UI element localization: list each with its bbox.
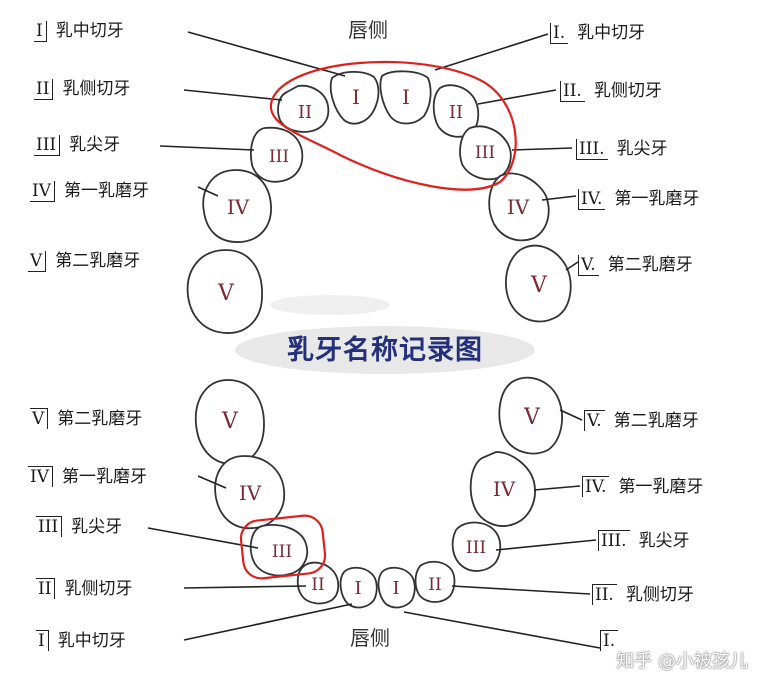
quadrant-numeral: III. xyxy=(576,139,608,160)
tooth-name: 乳尖牙 xyxy=(71,517,122,537)
quadrant-numeral: I xyxy=(36,630,49,651)
tooth-upper-left-III-label: III xyxy=(475,143,495,163)
label-ll-5: V 第二乳磨牙 xyxy=(30,408,142,430)
tooth-name: 第一乳磨牙 xyxy=(614,189,699,209)
tooth-upper-left-II-label: II xyxy=(449,102,463,123)
leader-lr-1 xyxy=(404,612,600,648)
leader-lr-4 xyxy=(534,486,580,490)
label-ur-1: I. 乳中切牙 xyxy=(550,22,645,44)
leader-ur-1 xyxy=(435,34,548,70)
leader-lr-5 xyxy=(560,410,582,420)
tooth-name: 乳中切牙 xyxy=(56,21,124,41)
label-ll-4: IV 第一乳磨牙 xyxy=(28,466,147,488)
label-ul-3: III 乳尖牙 xyxy=(34,134,120,156)
tooth-name: 第一乳磨牙 xyxy=(618,477,703,497)
tooth-upper-right-I-label: I xyxy=(352,85,360,109)
leader-ur-3 xyxy=(512,148,572,150)
tooth-lower-right-II-label: II xyxy=(311,575,324,595)
quadrant-numeral: II. xyxy=(560,81,585,102)
tooth-name: 第一乳磨牙 xyxy=(62,467,147,487)
leader-ul-2 xyxy=(184,90,282,100)
tooth-name: 乳尖牙 xyxy=(639,531,690,551)
leader-ll-1 xyxy=(184,604,352,640)
label-ur-5: V. 第二乳磨牙 xyxy=(578,254,693,276)
label-lr-3: III. 乳尖牙 xyxy=(598,530,690,552)
tooth-upper-left-I-label: I xyxy=(402,85,410,109)
tooth-lower-right-IV-label: IV xyxy=(239,481,262,505)
quadrant-numeral: I xyxy=(34,21,47,42)
quadrant-numeral: II xyxy=(36,578,55,599)
quadrant-numeral: V. xyxy=(578,255,599,276)
tooth-name: 第二乳磨牙 xyxy=(608,255,693,275)
chart-title: 乳牙名称记录图 xyxy=(0,328,770,367)
tooth-name: 乳中切牙 xyxy=(577,23,645,43)
tooth-name: 第二乳磨牙 xyxy=(614,411,699,431)
quadrant-numeral: IV xyxy=(28,466,53,487)
tooth-name: 乳侧切牙 xyxy=(62,79,130,99)
tooth-lower-left-I-label: I xyxy=(392,578,399,599)
tooth-name: 乳侧切牙 xyxy=(594,81,662,101)
quadrant-numeral: II. xyxy=(592,584,617,605)
label-ul-2: II 乳侧切牙 xyxy=(34,78,130,100)
quadrant-numeral: V xyxy=(30,408,48,429)
tooth-lower-right-III-label: III xyxy=(272,542,292,562)
label-ur-2: II. 乳侧切牙 xyxy=(560,80,662,102)
label-lr-2: II. 乳侧切牙 xyxy=(592,584,694,606)
labial-side-top: 唇侧 xyxy=(348,14,388,43)
quadrant-numeral: I. xyxy=(550,23,568,44)
leader-lr-3 xyxy=(496,540,596,550)
quadrant-numeral: III xyxy=(34,135,60,156)
tooth-upper-right-III-label: III xyxy=(269,147,289,167)
tooth-upper-right-II-label: II xyxy=(298,102,312,123)
label-lr-5: V. 第二乳磨牙 xyxy=(584,410,699,432)
tooth-upper-left-V-label: V xyxy=(530,273,548,298)
labial-side-bottom: 唇侧 xyxy=(350,622,390,651)
label-ll-1: I 乳中切牙 xyxy=(36,630,126,652)
label-ur-3: III. 乳尖牙 xyxy=(576,138,668,160)
tooth-lower-right-V-label: V xyxy=(221,409,239,434)
tooth-lower-left-IV-label: IV xyxy=(493,477,516,501)
tooth-name: 第一乳磨牙 xyxy=(64,181,149,201)
leader-ur-2 xyxy=(478,90,556,104)
label-ul-4: IV 第一乳磨牙 xyxy=(30,180,149,202)
label-ll-3: III 乳尖牙 xyxy=(36,516,122,538)
label-ur-4: IV. 第一乳磨牙 xyxy=(578,188,699,210)
tooth-name: 乳尖牙 xyxy=(617,139,668,159)
tooth-name: 第二乳磨牙 xyxy=(55,251,140,271)
tooth-name: 乳尖牙 xyxy=(69,135,120,155)
title-shadow-2 xyxy=(270,295,390,315)
quadrant-numeral: V xyxy=(28,251,46,272)
tooth-name: 乳中切牙 xyxy=(58,631,126,651)
tooth-lower-left-II-label: II xyxy=(428,575,441,595)
tooth-lower-left-III-label: III xyxy=(466,538,486,558)
label-ul-1: I 乳中切牙 xyxy=(34,20,124,42)
watermark: 知乎 @小被孩儿 xyxy=(616,647,748,673)
tooth-name: 乳侧切牙 xyxy=(626,585,694,605)
label-ll-2: II 乳侧切牙 xyxy=(36,578,132,600)
tooth-lower-right-I-label: I xyxy=(354,578,361,599)
quadrant-numeral: III xyxy=(36,516,62,537)
quadrant-numeral: IV xyxy=(30,181,55,202)
tooth-upper-right-IV-label: IV xyxy=(227,195,250,219)
tooth-upper-right-V-label: V xyxy=(217,281,235,306)
quadrant-numeral: IV. xyxy=(582,476,609,497)
quadrant-numeral: III. xyxy=(598,530,630,551)
tooth-upper-left-IV-label: IV xyxy=(507,195,530,219)
quadrant-numeral: II xyxy=(34,79,53,100)
leader-ur-5 xyxy=(566,262,578,270)
label-lr-4: IV. 第一乳磨牙 xyxy=(582,476,703,498)
tooth-name: 第二乳磨牙 xyxy=(57,409,142,429)
quadrant-numeral: V. xyxy=(584,410,605,431)
label-ul-5: V 第二乳磨牙 xyxy=(28,250,140,272)
tooth-name: 乳侧切牙 xyxy=(64,579,132,599)
leader-ll-2 xyxy=(184,586,306,588)
quadrant-numeral: IV. xyxy=(578,189,605,210)
leader-ul-3 xyxy=(160,146,254,150)
tooth-lower-left-V-label: V xyxy=(523,405,541,430)
leader-lr-2 xyxy=(452,586,590,594)
